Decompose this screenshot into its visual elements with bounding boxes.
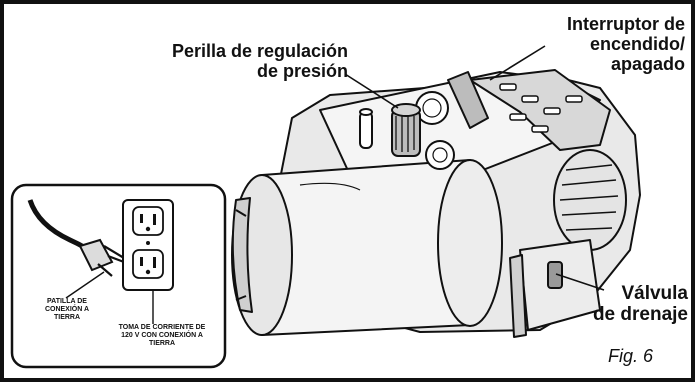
vent-slots bbox=[499, 83, 583, 133]
callout-line: Válvula bbox=[621, 283, 688, 304]
grounding-inset bbox=[10, 183, 227, 369]
right-bumper bbox=[509, 254, 527, 338]
ground-prong-label: PATILLA DE CONEXIÓN A TIERRA bbox=[32, 298, 102, 322]
compressor-illustration bbox=[231, 69, 641, 338]
label-line: CONEXIÓN A bbox=[44, 306, 90, 314]
leader-lines bbox=[344, 45, 605, 291]
callout-line: de drenaje bbox=[592, 304, 688, 326]
plug-body bbox=[78, 238, 114, 272]
label-line: TOMA DE CORRIENTE DE bbox=[118, 324, 206, 331]
label-line: TIERRA bbox=[148, 340, 176, 348]
pressure-knob-callout: Perilla de regulación de presión bbox=[128, 41, 348, 81]
callout-line: de presión bbox=[256, 61, 348, 82]
grounded-outlet-label: TOMA DE CORRIENTE DE 120 V CON CONEXIÓN … bbox=[112, 324, 212, 348]
feet bbox=[235, 209, 247, 301]
fan-grille bbox=[553, 149, 627, 251]
switch-leader bbox=[489, 45, 546, 81]
label-line: 120 V CON CONEXIÓN A bbox=[121, 332, 203, 340]
callout-line: Interruptor de bbox=[566, 14, 685, 34]
plug-prongs bbox=[97, 245, 125, 277]
pressure-knob bbox=[359, 103, 421, 157]
drain-valve-callout: Válvula de drenaje bbox=[560, 283, 688, 326]
callout-line: encendido/ bbox=[589, 34, 685, 55]
label-line: TIERRA bbox=[53, 314, 81, 322]
prong-leader bbox=[65, 271, 105, 299]
label-line: PATILLA DE bbox=[47, 298, 87, 305]
knob-leader bbox=[344, 73, 399, 109]
callout-line: apagado bbox=[610, 54, 685, 75]
air-tank bbox=[231, 159, 503, 336]
callout-line: Perilla de regulación bbox=[171, 41, 348, 61]
drain-valve bbox=[547, 261, 563, 289]
left-bumper bbox=[231, 197, 253, 313]
valve-leader bbox=[555, 273, 605, 291]
outlet-slots bbox=[140, 214, 156, 275]
power-switch bbox=[447, 71, 489, 129]
power-switch-callout: Interruptor de encendido/ apagado bbox=[520, 14, 685, 74]
figure-label: Fig. 6 bbox=[608, 346, 654, 366]
